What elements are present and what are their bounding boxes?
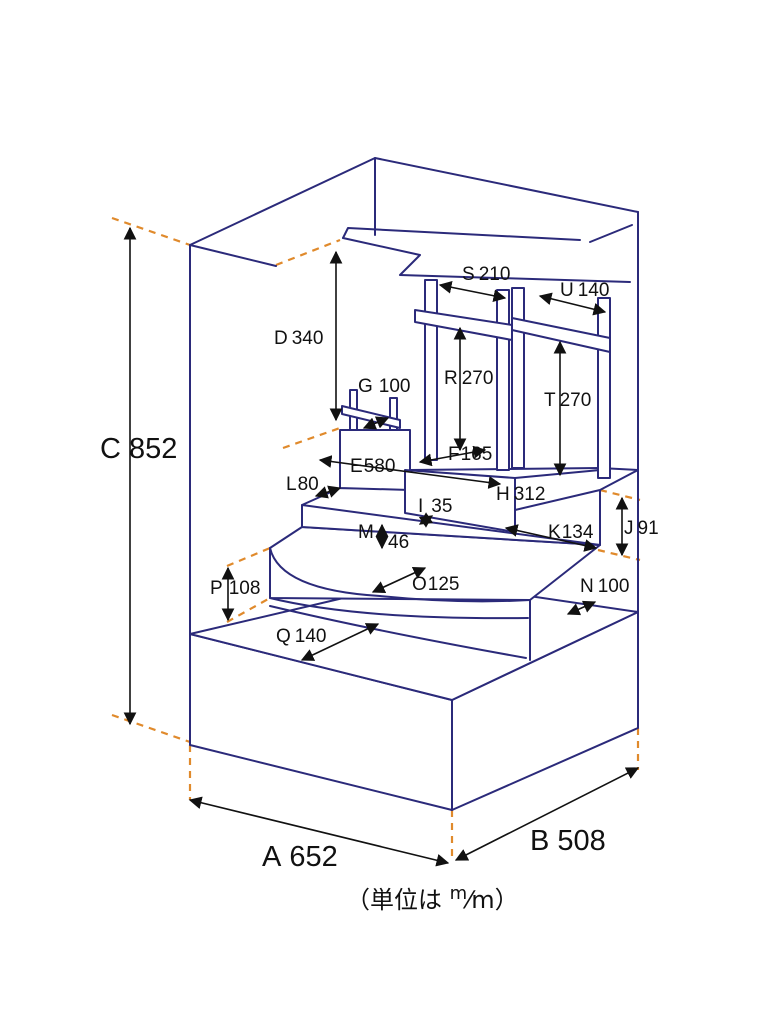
- dimension-arrows: [123, 226, 640, 867]
- unit-note: （単位は m⁄m）: [346, 883, 519, 914]
- base-block: [189, 579, 639, 811]
- label-k: K134: [548, 522, 594, 543]
- label-l: L80: [286, 474, 319, 495]
- tall-frame-left: [414, 279, 513, 471]
- label-m: M: [358, 522, 374, 543]
- cabinet-outline: [189, 157, 639, 635]
- label-o: O125: [412, 574, 459, 595]
- tall-frame-right: [511, 287, 611, 479]
- label-m-value: 46: [388, 532, 409, 553]
- label-e: E580: [350, 456, 395, 477]
- label-f: F165: [448, 444, 492, 465]
